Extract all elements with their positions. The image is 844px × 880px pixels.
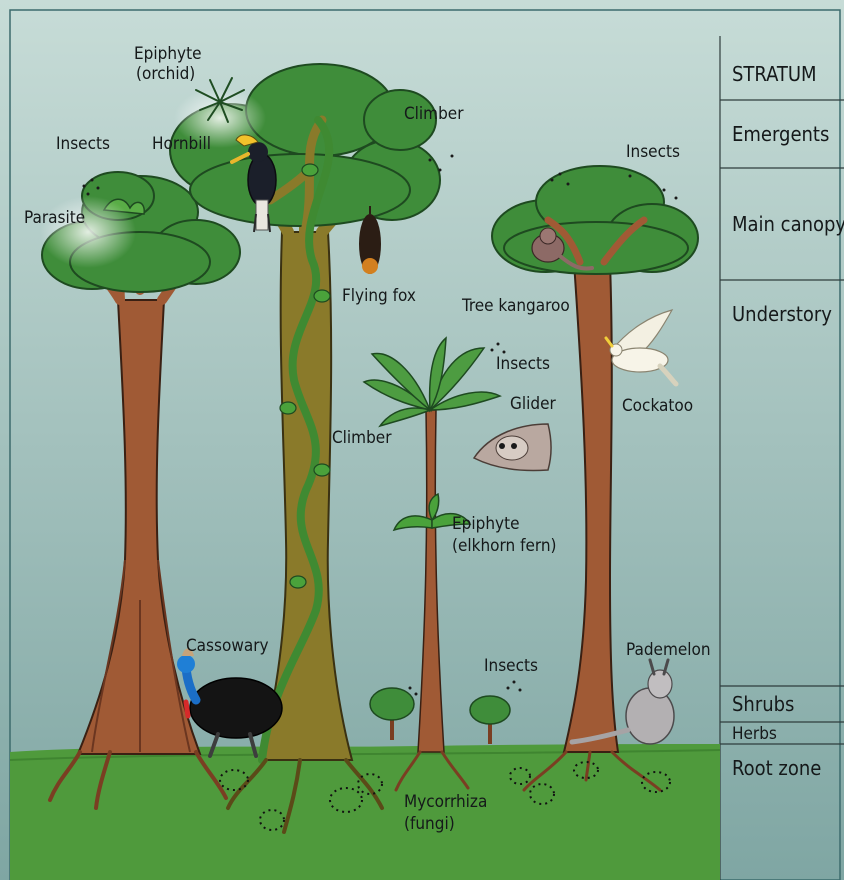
label-climber-mid: Climber: [332, 428, 392, 448]
label-climber-top: Climber: [404, 104, 464, 124]
label-mycorrhiza-detail: (fungi): [404, 814, 455, 834]
label-cockatoo: Cockatoo: [622, 396, 693, 416]
stratum-root-zone: Root zone: [732, 756, 821, 780]
label-insects-low: Insects: [484, 656, 538, 676]
stratum-understory: Understory: [732, 302, 832, 326]
label-tree-kangaroo: Tree kangaroo: [462, 296, 570, 316]
stratum-herbs: Herbs: [732, 724, 777, 744]
label-epiphyte-fern-detail: (elkhorn fern): [452, 536, 557, 556]
label-flying-fox: Flying fox: [342, 286, 416, 306]
stratum-main-canopy: Main canopy: [732, 212, 844, 236]
label-epiphyte-fern: Epiphyte: [452, 514, 520, 534]
label-insects-mid: Insects: [496, 354, 550, 374]
label-cassowary: Cassowary: [186, 636, 269, 656]
stratum-header: STRATUM: [732, 62, 817, 86]
label-insects-right: Insects: [626, 142, 680, 162]
label-insects-left: Insects: [56, 134, 110, 154]
label-epiphyte-orchid: Epiphyte: [134, 44, 202, 64]
stratum-shrubs: Shrubs: [732, 692, 794, 716]
label-hornbill: Hornbill: [152, 134, 211, 154]
ground: [10, 744, 720, 880]
mist: [40, 196, 136, 268]
label-mycorrhiza: Mycorrhiza: [404, 792, 487, 812]
stratum-emergents: Emergents: [732, 122, 829, 146]
label-pademelon: Pademelon: [626, 640, 711, 660]
label-epiphyte-orchid-detail: (orchid): [136, 64, 195, 84]
label-parasite: Parasite: [24, 208, 85, 228]
label-glider: Glider: [510, 394, 556, 414]
